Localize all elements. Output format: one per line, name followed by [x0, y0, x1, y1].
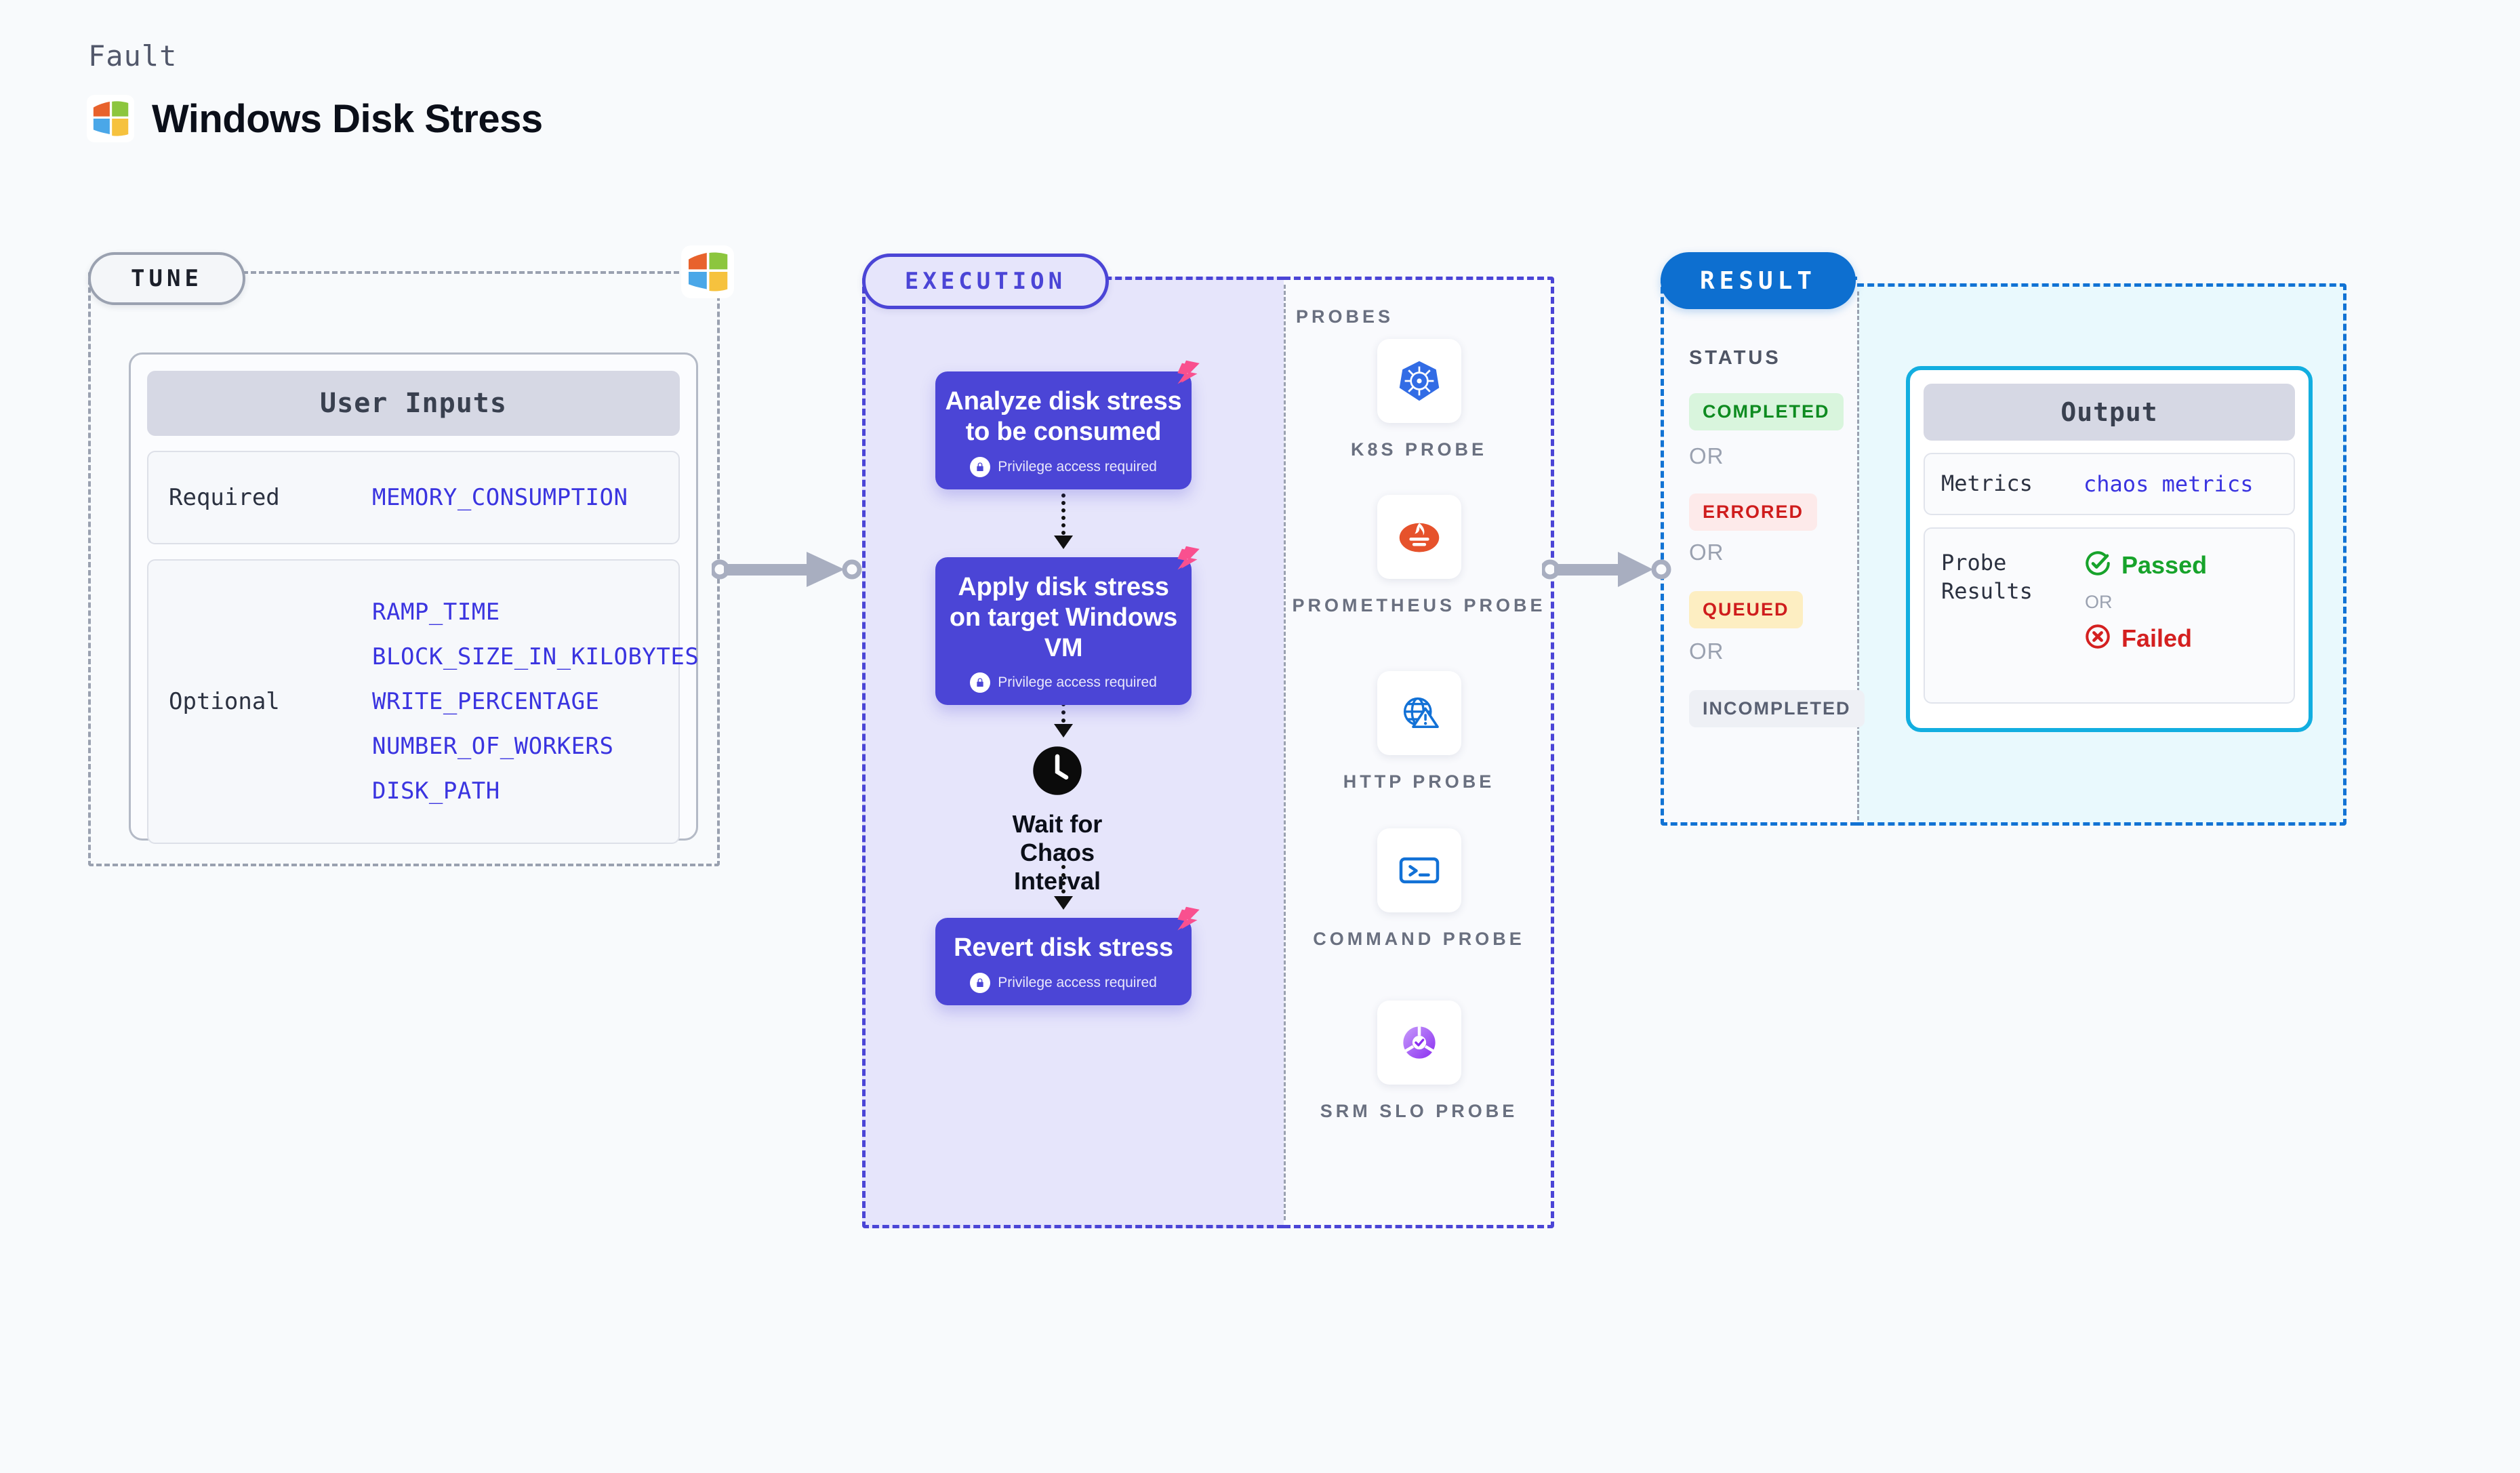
kubernetes-icon	[1377, 339, 1461, 423]
probe-results-values: Passed OR Failed	[2084, 549, 2207, 654]
probe-srm-slo[interactable]: SRM SLO PROBE	[1284, 1001, 1554, 1123]
step-title: Apply disk stress on target Windows VM	[949, 573, 1178, 662]
required-values: MEMORY_CONSUMPTION	[372, 484, 628, 511]
flow-arrow-2	[1054, 724, 1073, 738]
status-badge-queued: QUEUED	[1689, 591, 1803, 628]
status-or-2: OR	[1689, 540, 1724, 565]
srm-slo-icon	[1377, 1001, 1461, 1085]
output-title: Output	[1924, 384, 2295, 441]
privilege-text: Privilege access required	[998, 974, 1157, 990]
probe-result-failed: Failed	[2084, 622, 2207, 654]
clock-icon	[1031, 744, 1084, 801]
step-title: Analyze disk stress to be consumed	[945, 387, 1182, 446]
privilege-text: Privilege access required	[998, 674, 1157, 691]
privilege-text: Privilege access required	[998, 458, 1157, 475]
status-or-1: OR	[1689, 443, 1724, 468]
step-title: Revert disk stress	[954, 933, 1173, 962]
metrics-value: chaos metrics	[2084, 471, 2254, 497]
required-inputs-row: Required MEMORY_CONSUMPTION	[147, 451, 680, 544]
execution-step-analyze[interactable]: Analyze disk stress to be consumed Privi…	[935, 360, 1200, 489]
user-inputs-card: User Inputs Required MEMORY_CONSUMPTION …	[129, 352, 699, 844]
execution-pill-label: EXECUTION	[862, 254, 1109, 309]
optional-value-4: DISK_PATH	[372, 778, 500, 805]
wait-label: Wait for Chaos Interval	[1012, 810, 1103, 895]
wait-for-chaos-interval: Wait for Chaos Interval	[976, 744, 1139, 895]
probe-results-label: Probe Results	[1941, 550, 2033, 604]
optional-value-0: RAMP_TIME	[372, 599, 500, 626]
user-inputs-title: User Inputs	[147, 371, 680, 436]
privilege-note: Privilege access required	[970, 456, 1157, 477]
flow-connector-1	[1061, 493, 1065, 542]
probe-k8s[interactable]: K8S PROBE	[1284, 339, 1554, 462]
optional-inputs-row: Optional RAMP_TIME BLOCK_SIZE_IN_KILOBYT…	[147, 559, 699, 844]
tune-windows-logo-icon	[681, 245, 734, 302]
tune-pill-label: TUNE	[88, 252, 245, 305]
harness-chaos-icon	[1168, 357, 1205, 397]
optional-value-1: BLOCK_SIZE_IN_KILOBYTES	[372, 643, 699, 670]
lock-icon	[970, 972, 991, 993]
probe-label: SRM SLO PROBE	[1320, 1101, 1518, 1121]
page-title: Windows Disk Stress	[152, 96, 543, 141]
check-circle-icon	[2084, 549, 2112, 581]
flow-arrow-1	[1054, 536, 1073, 549]
passed-label: Passed	[2121, 550, 2208, 579]
http-globe-icon	[1377, 671, 1461, 755]
privilege-note: Privilege access required	[970, 672, 1157, 693]
probe-label: HTTP PROBE	[1343, 771, 1495, 792]
privilege-note: Privilege access required	[970, 972, 1157, 993]
connector-tune-execution	[710, 542, 874, 600]
prometheus-icon	[1377, 495, 1461, 579]
windows-logo-icon	[87, 95, 134, 142]
status-title: STATUS	[1689, 347, 1781, 369]
flow-arrow-3	[1054, 896, 1073, 910]
optional-value-2: WRITE_PERCENTAGE	[372, 688, 600, 715]
harness-chaos-icon	[1168, 542, 1205, 582]
execution-probes-divider	[1284, 285, 1286, 1220]
page-eyebrow: Fault	[88, 39, 178, 73]
lock-icon	[970, 672, 991, 693]
probe-result-or: OR	[2085, 592, 2113, 612]
probes-section-title: PROBES	[1296, 306, 1394, 327]
status-badge-completed: COMPLETED	[1689, 393, 1844, 430]
page-header: Windows Disk Stress	[87, 95, 543, 142]
metrics-label: Metrics	[1941, 470, 2033, 497]
status-badge-incompleted: INCOMPLETED	[1689, 690, 1865, 727]
required-value-0: MEMORY_CONSUMPTION	[372, 484, 628, 511]
probe-command[interactable]: COMMAND PROBE	[1284, 828, 1554, 951]
result-output-divider	[1857, 291, 1859, 820]
harness-chaos-icon	[1168, 903, 1205, 943]
probe-prometheus[interactable]: PROMETHEUS PROBE	[1284, 495, 1554, 618]
optional-value-3: NUMBER_OF_WORKERS	[372, 733, 614, 760]
connector-execution-result	[1540, 542, 1678, 600]
execution-step-revert[interactable]: Revert disk stress Privilege access requ…	[935, 906, 1200, 1005]
failed-label: Failed	[2121, 624, 2193, 652]
optional-values: RAMP_TIME BLOCK_SIZE_IN_KILOBYTES WRITE_…	[372, 599, 699, 805]
output-metrics-row: Metrics chaos metrics	[1924, 453, 2295, 515]
probe-result-passed: Passed	[2084, 549, 2207, 581]
result-pill-label: RESULT	[1661, 252, 1856, 309]
command-terminal-icon	[1377, 828, 1461, 912]
required-label: Required	[169, 484, 280, 511]
output-probe-results-row: Probe Results Passed OR	[1924, 527, 2295, 704]
probe-label: COMMAND PROBE	[1313, 929, 1525, 949]
probe-label: K8S PROBE	[1350, 439, 1488, 460]
probe-label: PROMETHEUS PROBE	[1292, 595, 1546, 616]
optional-label: Optional	[169, 688, 280, 715]
probe-http[interactable]: HTTP PROBE	[1284, 671, 1554, 794]
flow-connector-3	[1061, 849, 1065, 902]
status-or-3: OR	[1689, 639, 1724, 664]
lock-icon	[970, 456, 991, 477]
x-circle-icon	[2084, 622, 2112, 654]
status-badge-errored: ERRORED	[1689, 493, 1818, 531]
result-panel	[1661, 277, 1857, 826]
output-card: Output Metrics chaos metrics Probe Resul…	[1906, 366, 2313, 732]
execution-step-apply[interactable]: Apply disk stress on target Windows VM P…	[935, 546, 1200, 706]
